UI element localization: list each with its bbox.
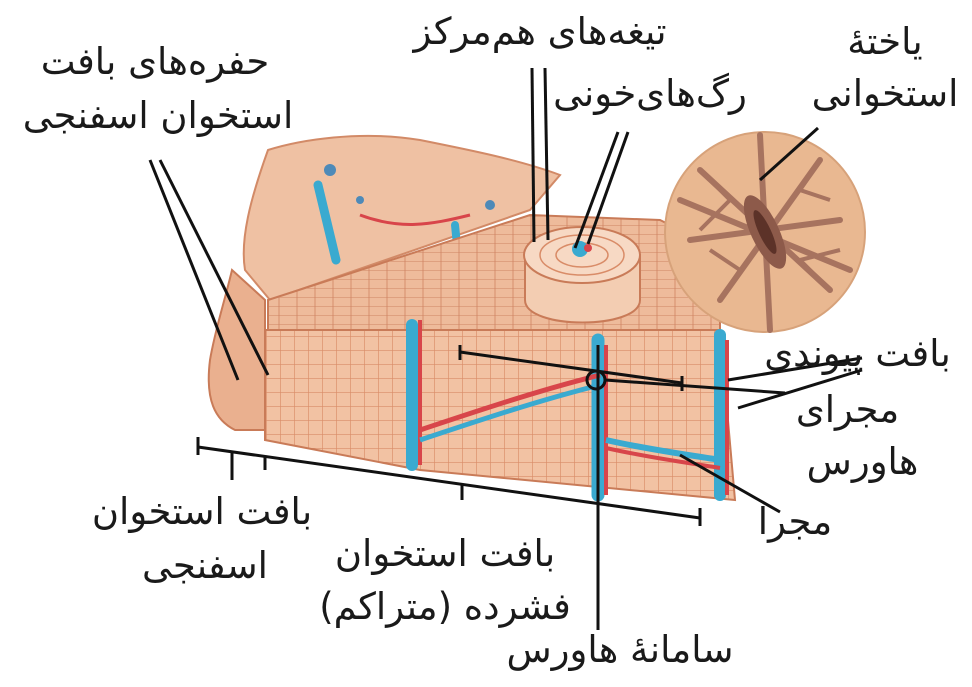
label-spongy-cavities-line2: استخوان اسفنجی — [18, 94, 298, 138]
label-concentric-lamellae: تیغه‌های هم‌مرکز — [390, 10, 690, 54]
label-spongy-bone-line2: اسفنجی — [110, 544, 300, 588]
osteon-cylinder — [524, 227, 640, 323]
label-haversian-system: سامانهٔ هاورس — [480, 628, 760, 672]
label-bone-cell-line2: استخوانی — [800, 72, 970, 116]
label-haversian-canal-line2: هاورس — [800, 440, 925, 484]
label-spongy-cavities-line1: حفره‌های بافت — [30, 40, 280, 84]
label-haversian-canal-line1: مجرای — [785, 388, 910, 432]
label-compact-bone-line2: فشرده (متراکم) — [300, 585, 590, 629]
leader-spongy-cavities-a — [150, 160, 238, 380]
label-bone-cell-line1: یاختهٔ — [820, 20, 950, 64]
label-connective-tissue: بافت پیوندی — [745, 332, 970, 376]
label-blood-vessels: رگ‌های‌خونی — [545, 72, 755, 116]
osteocyte-magnified — [665, 132, 865, 332]
label-spongy-bone-line1: بافت استخوان — [72, 490, 332, 534]
leader-lamellae-a — [532, 68, 534, 242]
label-compact-bone-line1: بافت استخوان — [315, 532, 575, 576]
label-canal: مجرا — [745, 500, 845, 544]
